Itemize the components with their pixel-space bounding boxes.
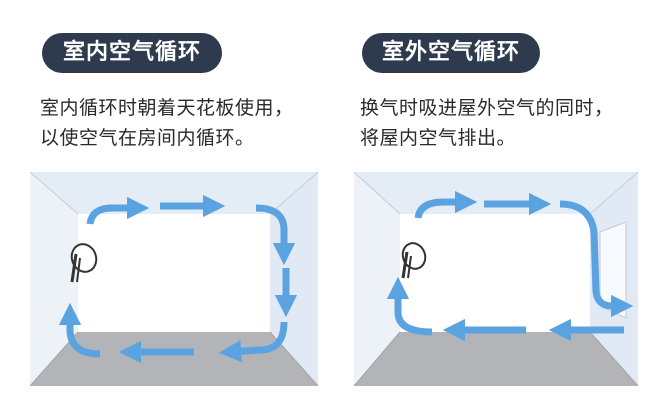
- arrow-top-left: [86, 196, 150, 225]
- outdoor-circulation-panel: 室外空气循环 换气时吸进屋外空气的同时， 将屋内空气排出。: [334, 0, 667, 411]
- indoor-circulation-title: 室内空气循环: [42, 33, 222, 73]
- arrow-bottom-right: [218, 321, 288, 363]
- left-wall: [30, 172, 78, 386]
- outdoor-room-svg: [354, 172, 638, 386]
- arrow-bottom-left-up: [386, 276, 433, 336]
- outdoor-description-line-2: 将屋内空气排出。: [360, 127, 517, 149]
- floor: [354, 332, 638, 386]
- outdoor-circulation-title: 室外空气循环: [362, 33, 540, 73]
- indoor-circulation-panel: 室内空气循环 室内循环时朝着天花板使用， 以使空气在房间内循环。: [0, 0, 333, 411]
- indoor-description-line-2: 以使空气在房间内循环。: [40, 127, 255, 149]
- outdoor-description-line-1: 换气时吸进屋外空气的同时，: [360, 97, 614, 119]
- arrow-exhaust-out: [559, 200, 634, 318]
- indoor-room-svg: [30, 172, 318, 386]
- arrow-bottom-left-up: [58, 302, 101, 358]
- ceiling: [30, 172, 318, 214]
- outdoor-room-illustration: [354, 172, 638, 386]
- circulator-fan-icon: [401, 242, 427, 279]
- arrow-top-left: [414, 190, 478, 219]
- outdoor-circulation-description: 换气时吸进屋外空气的同时， 将屋内空气排出。: [360, 93, 614, 153]
- outdoor-airflow-arrows: [386, 190, 634, 342]
- back-wall: [78, 214, 270, 332]
- back-wall: [400, 214, 590, 332]
- ceiling: [354, 172, 638, 214]
- indoor-airflow-arrows: [58, 194, 298, 364]
- window: [599, 221, 627, 319]
- circulator-fan-icon: [70, 243, 98, 283]
- floor: [30, 332, 318, 386]
- arrow-top-right-corner: [255, 204, 296, 266]
- indoor-room-illustration: [30, 172, 318, 386]
- indoor-circulation-description: 室内循环时朝着天花板使用， 以使空气在房间内循环。: [40, 93, 294, 153]
- left-wall: [354, 172, 400, 386]
- indoor-description-line-1: 室内循环时朝着天花板使用，: [40, 97, 294, 119]
